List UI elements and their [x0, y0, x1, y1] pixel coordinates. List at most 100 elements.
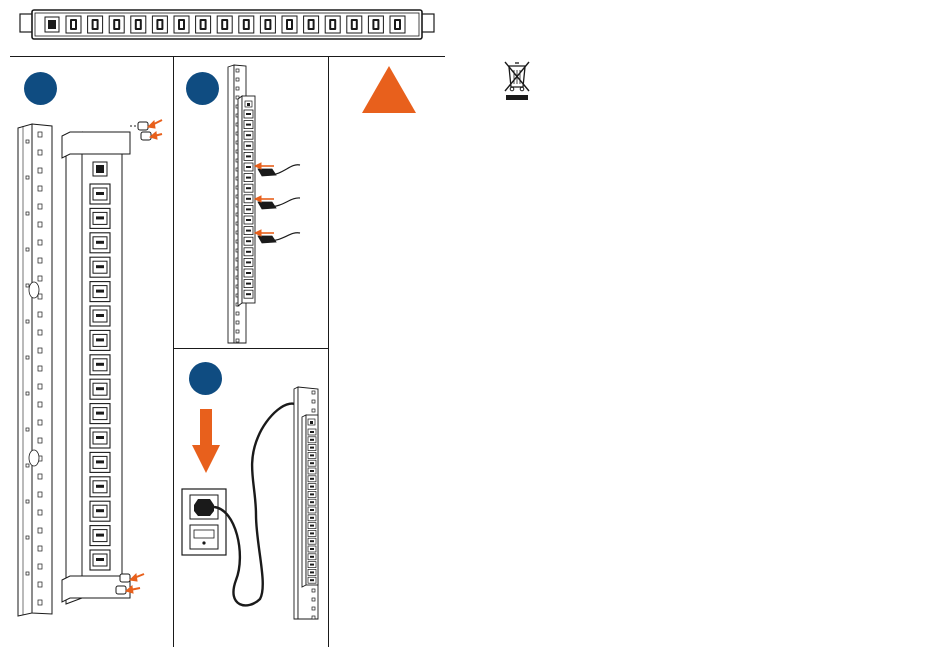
rail-hole [38, 546, 42, 551]
outlet-icon [244, 237, 253, 245]
outlet-icon [90, 526, 110, 546]
outlet-icon [244, 290, 253, 298]
outlet-icon [308, 452, 316, 458]
outlet-icon [196, 16, 211, 33]
step-2-illustration [224, 63, 328, 345]
rail-hole [38, 132, 42, 137]
outlet-icon [244, 184, 253, 192]
outlet-icon [244, 195, 253, 203]
outlet-icon [90, 257, 110, 277]
outlet-icon [90, 428, 110, 448]
header-divider [10, 56, 445, 57]
screw-top [130, 122, 151, 140]
pdu-body [302, 415, 318, 587]
wall-receptacle [182, 489, 226, 555]
outlet-icon [308, 569, 316, 575]
outlet-icon [308, 484, 316, 490]
rail-hole [26, 176, 29, 179]
power-cord [214, 404, 305, 606]
rail-hole [312, 607, 315, 610]
rail-hole [38, 366, 42, 371]
outlet-icon [152, 16, 167, 33]
outlet-icon [244, 110, 253, 118]
outlet-icon [308, 445, 316, 451]
step-1-badge [24, 72, 57, 105]
outlet-icon [90, 330, 110, 350]
panel-divider-2 [328, 57, 329, 647]
outlet-icon [308, 554, 316, 560]
rail-hole [38, 222, 42, 227]
rail-hole [26, 248, 29, 251]
rail-hole [38, 168, 42, 173]
step-2-badge [186, 72, 219, 105]
rail-hole [312, 616, 315, 619]
rail-hole [236, 87, 239, 90]
rail-hole [38, 258, 42, 263]
rail-hole [38, 492, 42, 497]
outlet-icon [325, 16, 340, 33]
rail-hole [236, 339, 239, 342]
outlet-icon [308, 476, 316, 482]
outlet-icon [131, 16, 146, 33]
rail-hole [312, 589, 315, 592]
outlet-icon [244, 248, 253, 256]
outlet-icon [244, 280, 253, 288]
outlet-icon [66, 16, 81, 33]
outlet-icon [90, 355, 110, 375]
rail-hole [26, 284, 29, 287]
rail-hole [38, 348, 42, 353]
panel-divider-1 [173, 57, 174, 647]
outlet-icon [244, 258, 253, 266]
rail-hole [26, 500, 29, 503]
outlet-icon [90, 501, 110, 521]
outlet-icon [90, 550, 110, 570]
outlet-icon [244, 152, 253, 160]
rail-hole [38, 600, 42, 605]
outlet-icon [244, 163, 253, 171]
outlet-icon [90, 282, 110, 302]
outlet-icon [308, 515, 316, 521]
outlet-icon [90, 379, 110, 399]
outlet-icon [90, 452, 110, 472]
outlet-icon [88, 16, 103, 33]
outlet-icon [308, 577, 316, 583]
outlet-icon [308, 546, 316, 552]
outlet-icon [244, 142, 253, 150]
rail-hole [312, 400, 315, 403]
rail-hole [312, 598, 315, 601]
rail-hole [26, 464, 29, 467]
rail-hole [236, 78, 239, 81]
rail-hole [26, 320, 29, 323]
outlet-icon [368, 16, 383, 33]
outlet-icon [109, 16, 124, 33]
pdu-body [238, 96, 255, 306]
rail-hole [38, 150, 42, 155]
rail-hole [312, 409, 315, 412]
rail-hole [236, 321, 239, 324]
step-3-illustration [176, 385, 326, 625]
rail-hole [38, 474, 42, 479]
outlet-icon [90, 184, 110, 204]
outlet-icon [308, 538, 316, 544]
rail-hole [38, 438, 42, 443]
rail-hole [38, 402, 42, 407]
pdu-body [62, 132, 130, 604]
rail-hole [38, 384, 42, 389]
insert-arrow [126, 120, 162, 593]
rail-hole [26, 356, 29, 359]
outlet-icon [90, 306, 110, 326]
outlet-icon [244, 269, 253, 277]
outlet-icon [244, 227, 253, 235]
outlet-icon [308, 499, 316, 505]
rail-hole [236, 330, 239, 333]
outlet-icon [244, 205, 253, 213]
outlet-icon [390, 16, 405, 33]
warning-triangle-icon [360, 63, 418, 115]
down-arrow [192, 409, 220, 473]
outlet-icon [90, 233, 110, 253]
outlet-icon [90, 404, 110, 424]
rail-hole [236, 69, 239, 72]
outlet-icon [308, 507, 316, 513]
rail-hole [38, 330, 42, 335]
